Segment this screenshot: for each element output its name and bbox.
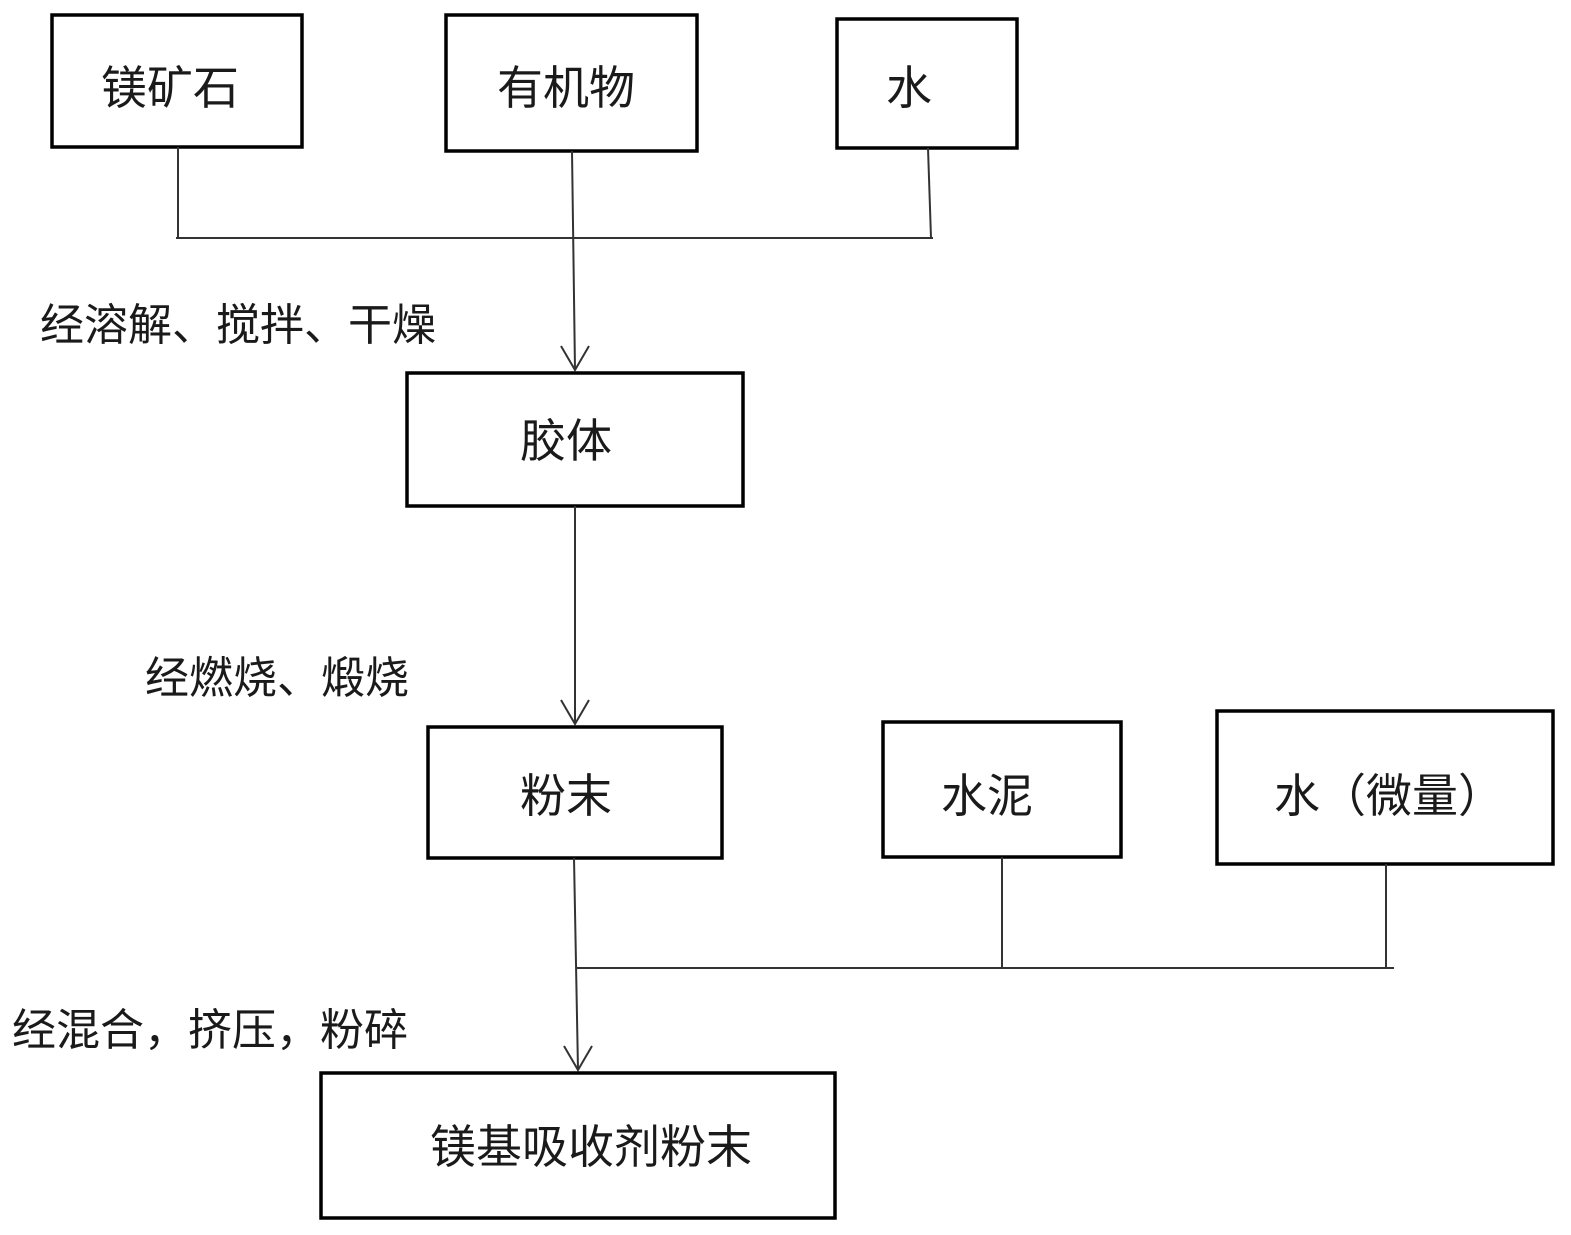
node-mg-absorbent-powder: 镁基吸收剂粉末 [319,1071,837,1220]
arrow-to-absorbent [563,857,593,1072]
node-water-trace-label: 水（微量） [1274,769,1504,823]
step-mix-extrude-crush: 经混合，挤压，粉碎 [12,1005,408,1056]
arrow-to-colloid [560,150,590,372]
node-magnesium-ore-label: 镁矿石 [101,61,239,115]
step-burn-calcine: 经燃烧、煅烧 [145,653,409,704]
node-water: 水 [835,17,1019,150]
node-magnesium-ore: 镁矿石 [50,13,304,149]
arrow-to-powder [560,506,590,726]
node-organic-matter-label: 有机物 [497,61,635,115]
node-water-trace: 水（微量） [1215,709,1555,866]
node-colloid-label: 胶体 [520,414,612,468]
step-dissolve-stir-dry: 经溶解、搅拌、干燥 [40,300,436,351]
node-powder-label: 粉末 [520,769,612,823]
node-cement: 水泥 [881,720,1123,859]
node-powder: 粉末 [426,725,724,860]
node-cement-label: 水泥 [941,769,1033,823]
node-organic-matter: 有机物 [444,13,699,153]
connector-mix-inputs [577,857,1394,969]
node-colloid: 胶体 [405,371,745,508]
node-water-label: 水 [886,61,932,115]
node-mg-absorbent-powder-label: 镁基吸收剂粉末 [430,1120,752,1174]
connector-top-inputs [176,147,933,239]
